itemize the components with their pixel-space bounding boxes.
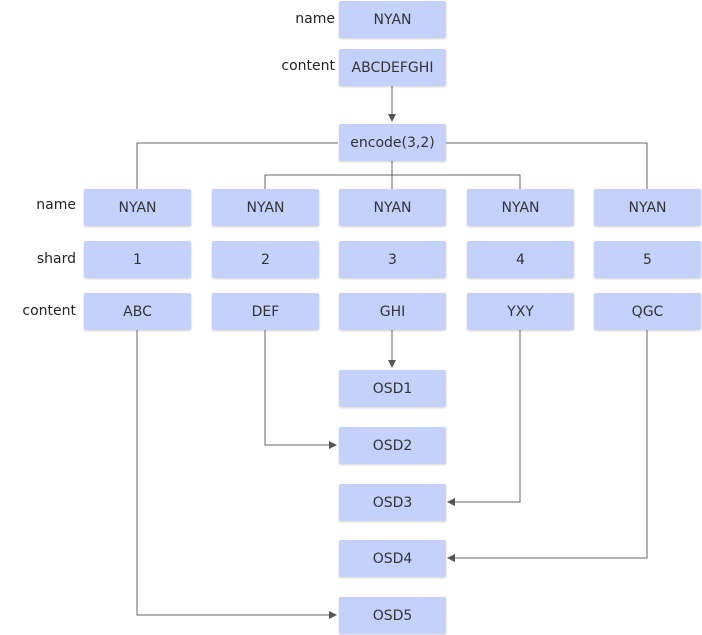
shard-3-name: NYAN (339, 189, 446, 226)
row-label-name: name (36, 197, 76, 213)
osd-2: OSD2 (339, 427, 446, 464)
shard-2-content: DEF (212, 293, 319, 330)
shard-2-number: 2 (212, 241, 319, 278)
branch-encoder-to-shard-5 (446, 142, 648, 189)
row-label-content: content (22, 303, 76, 319)
shard-1-content: ABC (84, 293, 191, 330)
branch-encoder-inner (264, 174, 521, 189)
shard-1-number: 1 (84, 241, 191, 278)
branch-encoder-to-shard-1 (136, 142, 338, 189)
shard-3-content: GHI (339, 293, 446, 330)
shard-5-name: NYAN (594, 189, 701, 226)
row-label-shard: shard (36, 251, 76, 267)
arrow-def-to-osd2 (264, 330, 337, 449)
arrow-qgc-to-osd4 (447, 330, 648, 562)
input-content-label: content (281, 58, 335, 74)
shard-2-name: NYAN (212, 189, 319, 226)
arrow-yxy-to-osd3 (447, 330, 521, 506)
shard-5-number: 5 (594, 241, 701, 278)
shard-4-content: YXY (467, 293, 574, 330)
encoder-box: encode(3,2) (339, 124, 446, 161)
shard-5-content: QGC (594, 293, 701, 330)
input-content-box: ABCDEFGHI (339, 49, 446, 86)
arrow-abc-to-osd5 (136, 330, 337, 619)
shard-1-name: NYAN (84, 189, 191, 226)
osd-3: OSD3 (339, 484, 446, 521)
shard-4-name: NYAN (467, 189, 574, 226)
input-name-box: NYAN (339, 1, 446, 38)
osd-1: OSD1 (339, 370, 446, 407)
shard-4-number: 4 (467, 241, 574, 278)
osd-4: OSD4 (339, 540, 446, 577)
osd-5: OSD5 (339, 597, 446, 634)
input-name-label: name (295, 11, 335, 27)
shard-3-number: 3 (339, 241, 446, 278)
